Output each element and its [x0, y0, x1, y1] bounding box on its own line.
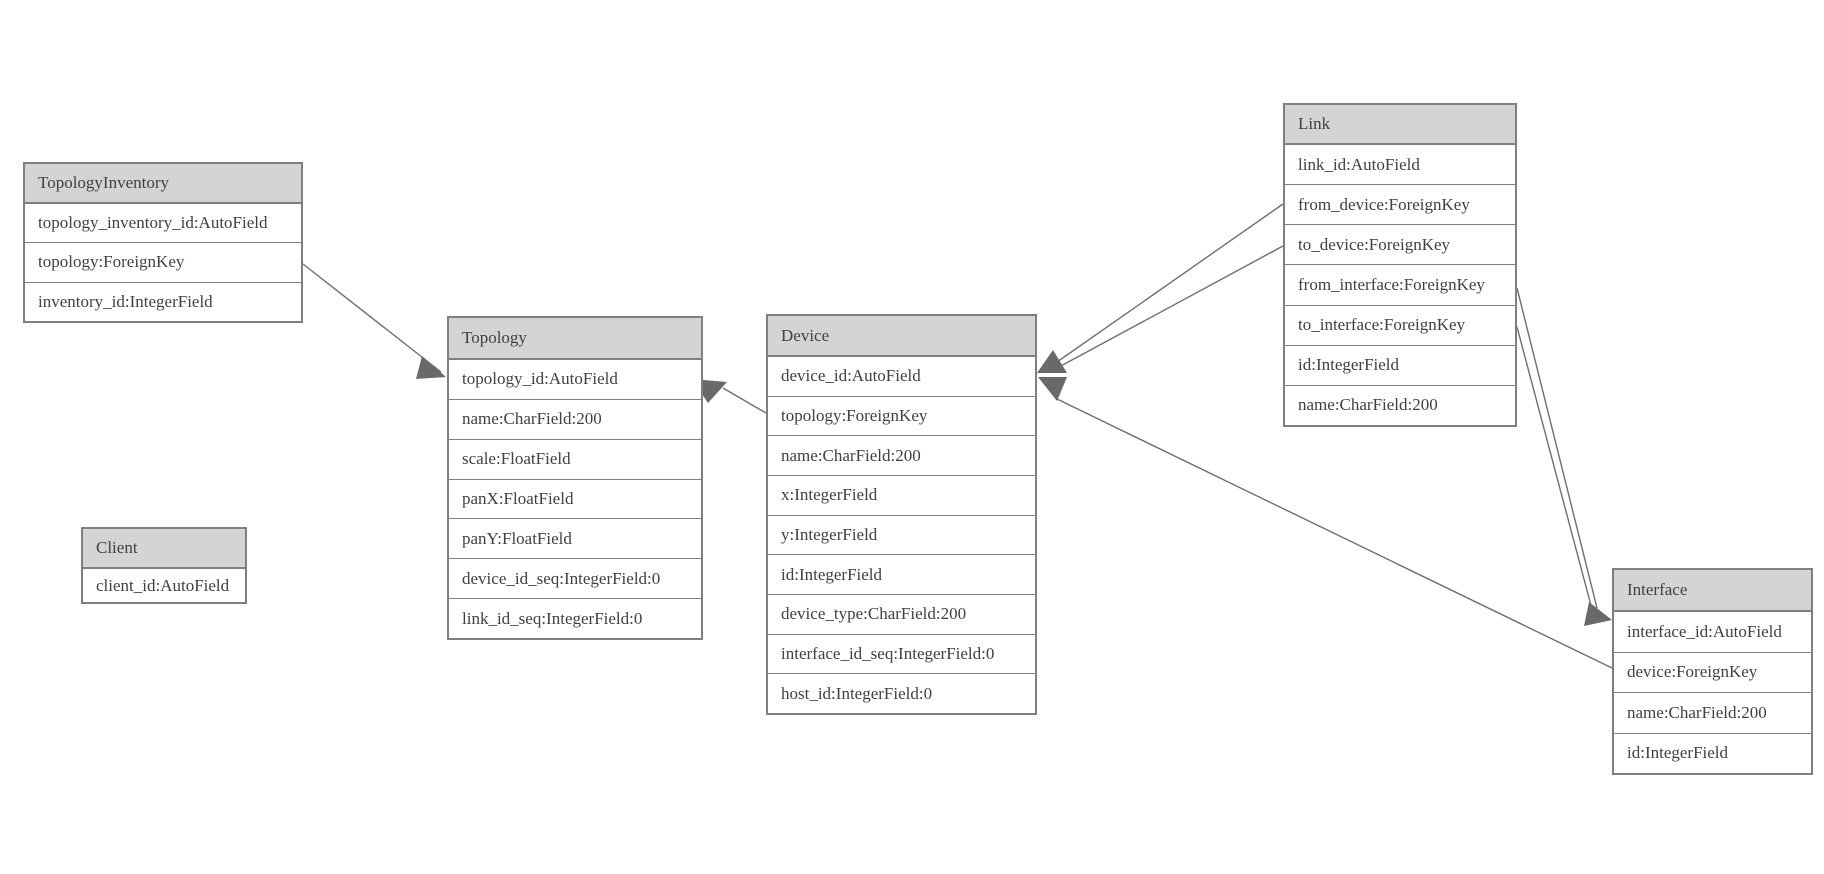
arrowhead-link-from-interface: [1584, 602, 1612, 626]
entity-title-topology: Topology: [449, 318, 701, 360]
field-row: topology_inventory_id:AutoField: [25, 204, 301, 243]
field-row: from_interface:ForeignKey: [1285, 264, 1515, 305]
connector-link-to-interface: [1516, 326, 1594, 614]
field-row: y:IntegerField: [768, 514, 1035, 555]
field-row: name:CharField:200: [449, 398, 701, 439]
field-row: interface_id:AutoField: [1614, 612, 1811, 652]
field-row: name:CharField:200: [768, 435, 1035, 476]
connector-topologyinventory-topology: [302, 263, 442, 373]
entity-title-interface: Interface: [1614, 570, 1811, 612]
field-row: device_type:CharField:200: [768, 594, 1035, 634]
field-row: from_device:ForeignKey: [1285, 184, 1515, 225]
field-row: interface_id_seq:IntegerField:0: [768, 633, 1035, 674]
entity-title-topologyinventory: TopologyInventory: [25, 164, 301, 204]
field-row: topology_id:AutoField: [449, 360, 701, 399]
field-row: to_device:ForeignKey: [1285, 224, 1515, 265]
field-row: name:CharField:200: [1285, 384, 1515, 425]
connector-interface-device: [1056, 398, 1613, 669]
field-row: scale:FloatField: [449, 438, 701, 479]
field-row: id:IntegerField: [1285, 344, 1515, 385]
field-row: to_interface:ForeignKey: [1285, 304, 1515, 345]
field-row: panX:FloatField: [449, 478, 701, 519]
connector-link-from-interface: [1516, 287, 1598, 609]
field-row: inventory_id:IntegerField: [25, 281, 301, 321]
connector-device-topology: [722, 387, 767, 414]
entity-title-device: Device: [768, 316, 1035, 357]
field-row: topology:ForeignKey: [768, 395, 1035, 436]
field-row: link_id:AutoField: [1285, 145, 1515, 185]
arrowhead-interface-device: [1038, 377, 1067, 401]
field-row: name:CharField:200: [1614, 692, 1811, 733]
entity-title-client: Client: [83, 529, 245, 569]
field-row: host_id:IntegerField:0: [768, 673, 1035, 714]
connector-link-from-device: [1056, 203, 1284, 363]
field-row: panY:FloatField: [449, 518, 701, 559]
entity-title-link: Link: [1285, 105, 1515, 145]
field-row: device_id:AutoField: [768, 357, 1035, 396]
field-row: device:ForeignKey: [1614, 651, 1811, 692]
field-row: device_id_seq:IntegerField:0: [449, 558, 701, 599]
connector-link-to-device: [1058, 245, 1284, 368]
arrowhead-topologyinventory-topology: [416, 356, 446, 379]
arrowhead-link-from-device: [1037, 350, 1067, 373]
field-row: link_id_seq:IntegerField:0: [449, 598, 701, 639]
field-row: id:IntegerField: [1614, 732, 1811, 773]
field-row: topology:ForeignKey: [25, 242, 301, 282]
field-row: client_id:AutoField: [83, 569, 245, 602]
field-row: x:IntegerField: [768, 475, 1035, 515]
field-row: id:IntegerField: [768, 554, 1035, 595]
